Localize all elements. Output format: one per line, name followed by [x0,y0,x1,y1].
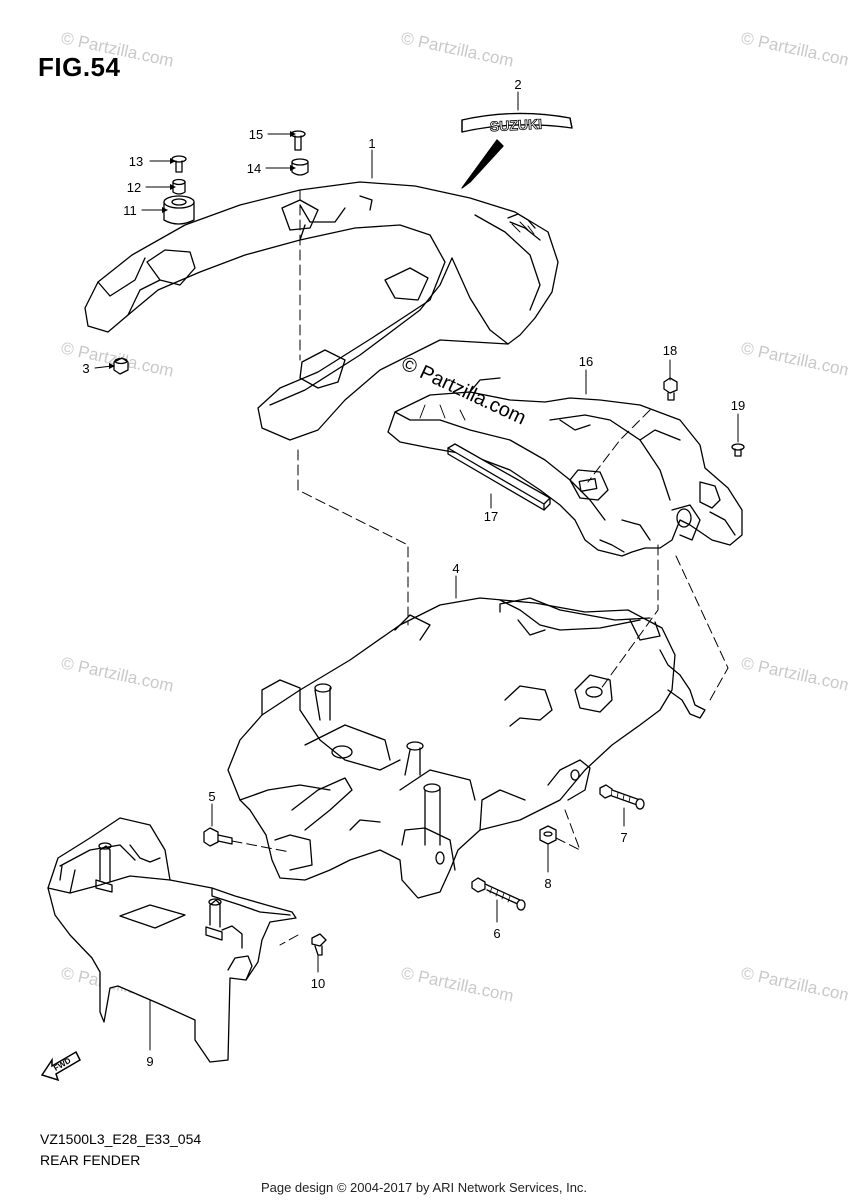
callout-1: 1 [368,136,375,151]
fwd-arrow-icon: FWD [40,1050,81,1082]
rear-bracket-part[interactable] [387,377,743,557]
leader-arrows [109,131,296,369]
callout-7: 7 [620,830,627,845]
callout-8: 8 [544,876,551,891]
figure-title: FIG.54 [38,52,121,82]
clip-part-10[interactable] [311,933,327,956]
callout-5: 5 [208,789,215,804]
callout-6: 6 [493,926,500,941]
suzuki-emblem-part[interactable] [461,112,573,189]
callout-4: 4 [452,561,459,576]
callout-16: 16 [579,354,593,369]
rubber-strip-part[interactable] [447,443,551,511]
suzuki-badge-text: SUZUKI [490,116,543,135]
spacer-part-12[interactable] [172,178,186,195]
rear-fender-part[interactable] [227,597,706,899]
callout-15: 15 [249,127,263,142]
callout-12: 12 [127,180,141,195]
screw-part-13[interactable] [171,155,187,173]
callout-18: 18 [663,343,677,358]
bolt-part-6[interactable] [471,877,526,911]
alignment-lines [231,189,729,946]
bolt-part-7[interactable] [599,784,645,810]
grommet-part-14[interactable] [291,158,309,176]
leader-lines [94,91,739,1051]
bolt-part-5[interactable] [203,827,233,847]
seat-cowl-part[interactable] [84,181,559,441]
bolt-part-18[interactable] [663,377,678,401]
callout-14: 14 [247,161,261,176]
callout-11: 11 [123,203,137,218]
collar-part-11[interactable] [163,195,195,225]
callout-2: 2 [514,77,521,92]
bolt-part-19[interactable] [731,443,745,457]
callout-9: 9 [146,1054,153,1069]
callout-3: 3 [82,361,89,376]
section-name: REAR FENDER [40,1152,141,1168]
callout-10: 10 [311,976,325,991]
callout-19: 19 [731,398,745,413]
page-design-credit: Page design © 2004-2017 by ARI Network S… [260,1180,588,1195]
cushion-part-3[interactable] [113,357,129,375]
nut-part-8[interactable] [539,825,557,845]
model-code: VZ1500L3_E28_E33_054 [40,1131,202,1147]
callout-13: 13 [129,154,143,169]
callout-17: 17 [484,509,498,524]
lower-fender-panel-part[interactable] [47,817,297,1063]
